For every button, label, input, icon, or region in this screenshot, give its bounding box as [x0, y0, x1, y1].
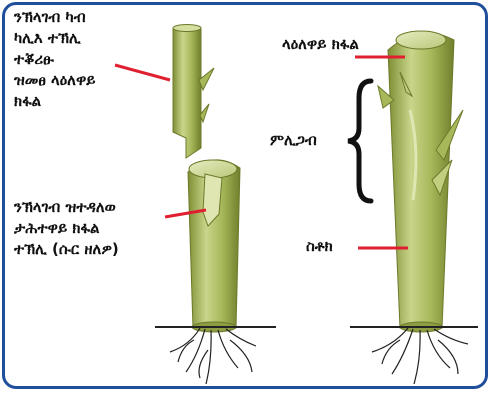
- pointer-scion: [115, 65, 170, 80]
- rootstock-stem: [188, 160, 240, 332]
- label-upper-part: ላዕለዋይ ክፋል: [282, 34, 359, 55]
- label-scion-line-2: ካሊእ ተኽሊ: [14, 28, 96, 49]
- label-graft-union: ምሊጋብ: [270, 130, 317, 151]
- label-lower-stem: ስቶክ: [306, 236, 333, 257]
- label-scion: ንኽላገብ ካብ ካሊእ ተኽሊ ተቖሪፁ ዝመፀ ላዕለዋይ ክፋል: [14, 7, 96, 112]
- label-rootstock-line-1: ንኽላገብ ዝተዳለወ: [14, 197, 119, 218]
- label-rootstock-line-3: ተኽሊ (ሱር ዘለዎ): [14, 239, 119, 260]
- label-scion-line-4: ዝመፀ ላዕለዋይ: [14, 70, 96, 91]
- label-rootstock-line-2: ታሕተዋይ ክፋል: [14, 218, 119, 239]
- label-scion-line-5: ክፋል: [14, 91, 96, 112]
- label-rootstock: ንኽላገብ ዝተዳለወ ታሕተዋይ ክፋል ተኽሊ (ሱር ዘለዎ): [14, 197, 119, 260]
- label-scion-line-3: ተቖሪፁ: [14, 49, 96, 70]
- grafted-plant: [378, 31, 463, 332]
- scion-piece: [173, 25, 214, 159]
- curly-brace: [345, 78, 375, 204]
- roots-right: [350, 327, 478, 384]
- label-scion-line-1: ንኽላገብ ካብ: [14, 7, 96, 28]
- roots-left: [155, 327, 276, 384]
